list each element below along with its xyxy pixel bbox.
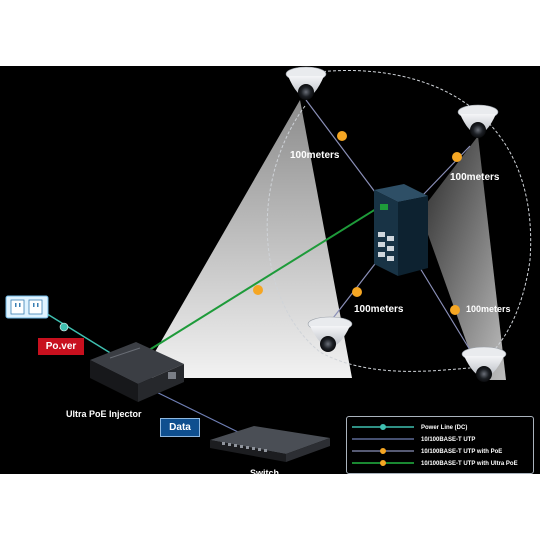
power-tag: Po.ver	[38, 338, 84, 355]
power-line-dc	[43, 311, 113, 355]
switch-label: Switch	[250, 468, 280, 478]
ultra-poe-link	[145, 203, 385, 353]
distance-label-right: 100meters	[466, 304, 511, 314]
ethernet-switch	[210, 426, 330, 462]
power-outlet	[5, 295, 49, 319]
ultra-poe-dot	[253, 285, 263, 295]
legend-samples	[352, 424, 414, 466]
camera-view-cone-right	[420, 136, 506, 380]
dc-dot	[59, 322, 69, 332]
poe-dot-right	[450, 305, 460, 315]
distance-label-top-right: 100meters	[450, 172, 500, 183]
poe-link-top-camera	[305, 99, 379, 197]
distance-label-top-left: 100meters	[290, 150, 340, 161]
industrial-poe-switch	[374, 184, 428, 276]
poe-dot-top-right	[452, 152, 462, 162]
legend-item: 10/100BASE-T UTP with PoE	[347, 446, 533, 458]
legend-label: Power Line (DC)	[421, 425, 468, 431]
legend-label: 10/100BASE-T UTP	[421, 437, 476, 443]
camera-view-cone-top	[140, 100, 352, 378]
dome-camera-right	[461, 346, 507, 382]
dashed-arc-right	[317, 70, 532, 369]
legend: Power Line (DC) 10/100BASE-T UTP 10/100B…	[346, 416, 534, 474]
legend-item: 10/100BASE-T UTP with Ultra PoE	[347, 458, 533, 470]
dome-camera-top	[285, 66, 327, 100]
poe-dot-top	[337, 131, 347, 141]
legend-item: 10/100BASE-T UTP	[347, 434, 533, 446]
legend-item: Power Line (DC)	[347, 422, 533, 434]
poe-link-top-right-camera	[421, 145, 471, 197]
dome-camera-mid	[307, 316, 353, 352]
dome-camera-top-right	[457, 104, 499, 138]
legend-label: 10/100BASE-T UTP with PoE	[421, 449, 503, 455]
poe-injector	[90, 342, 184, 402]
data-tag: Data	[160, 418, 200, 437]
injector-label: Ultra PoE Injector	[66, 409, 142, 419]
distance-label-mid: 100meters	[354, 304, 404, 315]
poe-link-right-camera	[419, 267, 471, 351]
poe-dot-mid	[352, 287, 362, 297]
legend-label: 10/100BASE-T UTP with Ultra PoE	[421, 461, 518, 467]
